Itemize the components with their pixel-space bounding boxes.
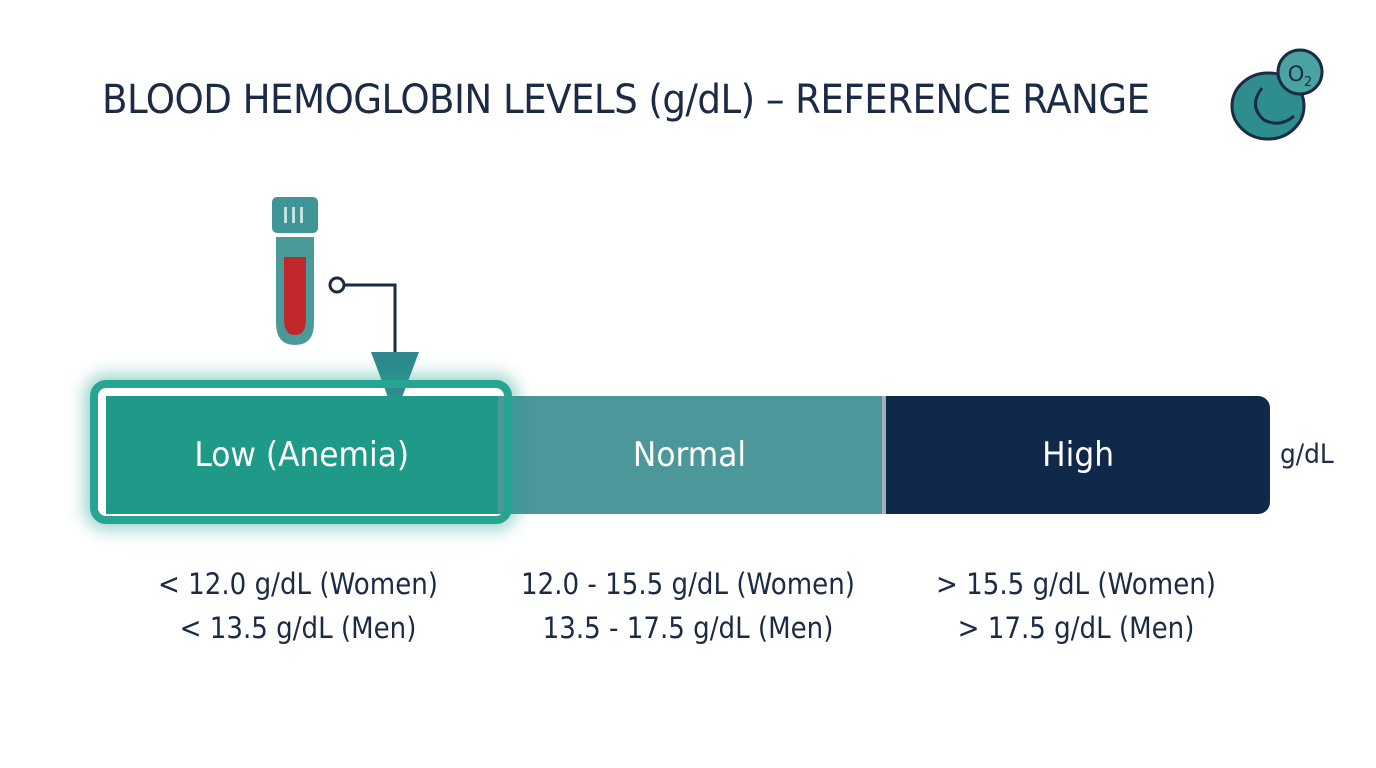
- segment-high: High: [886, 396, 1270, 514]
- o2-molecule-icon: O 2: [1230, 48, 1324, 141]
- page-title: BLOOD HEMOGLOBIN LEVELS (g/dL) – REFEREN…: [102, 77, 1150, 123]
- range-low-men: < 13.5 g/dL (Men): [179, 611, 417, 645]
- range-normal-men: 13.5 - 17.5 g/dL (Men): [542, 611, 834, 645]
- unit-label: g/dL: [1280, 439, 1334, 470]
- svg-text:2: 2: [1304, 75, 1312, 90]
- range-high: > 15.5 g/dL (Women) > 17.5 g/dL (Men): [876, 562, 1276, 650]
- segment-high-label: High: [1042, 435, 1114, 475]
- segment-normal: Normal: [498, 396, 882, 514]
- range-high-men: > 17.5 g/dL (Men): [957, 611, 1195, 645]
- range-low-women: < 12.0 g/dL (Women): [158, 567, 438, 601]
- segment-normal-label: Normal: [633, 435, 747, 475]
- segment-divider: [882, 396, 886, 514]
- range-normal-women: 12.0 - 15.5 g/dL (Women): [521, 567, 855, 601]
- hemoglobin-scale-bar: Low (Anemia) Normal High: [90, 380, 1270, 524]
- segment-low-label: Low (Anemia): [194, 435, 410, 475]
- blood-test-tube-icon: [272, 197, 318, 345]
- range-normal: 12.0 - 15.5 g/dL (Women) 13.5 - 17.5 g/d…: [488, 562, 888, 650]
- range-high-women: > 15.5 g/dL (Women): [936, 567, 1216, 601]
- segment-low: Low (Anemia): [106, 396, 498, 514]
- o2-label: O: [1288, 62, 1305, 86]
- range-low: < 12.0 g/dL (Women) < 13.5 g/dL (Men): [98, 562, 498, 650]
